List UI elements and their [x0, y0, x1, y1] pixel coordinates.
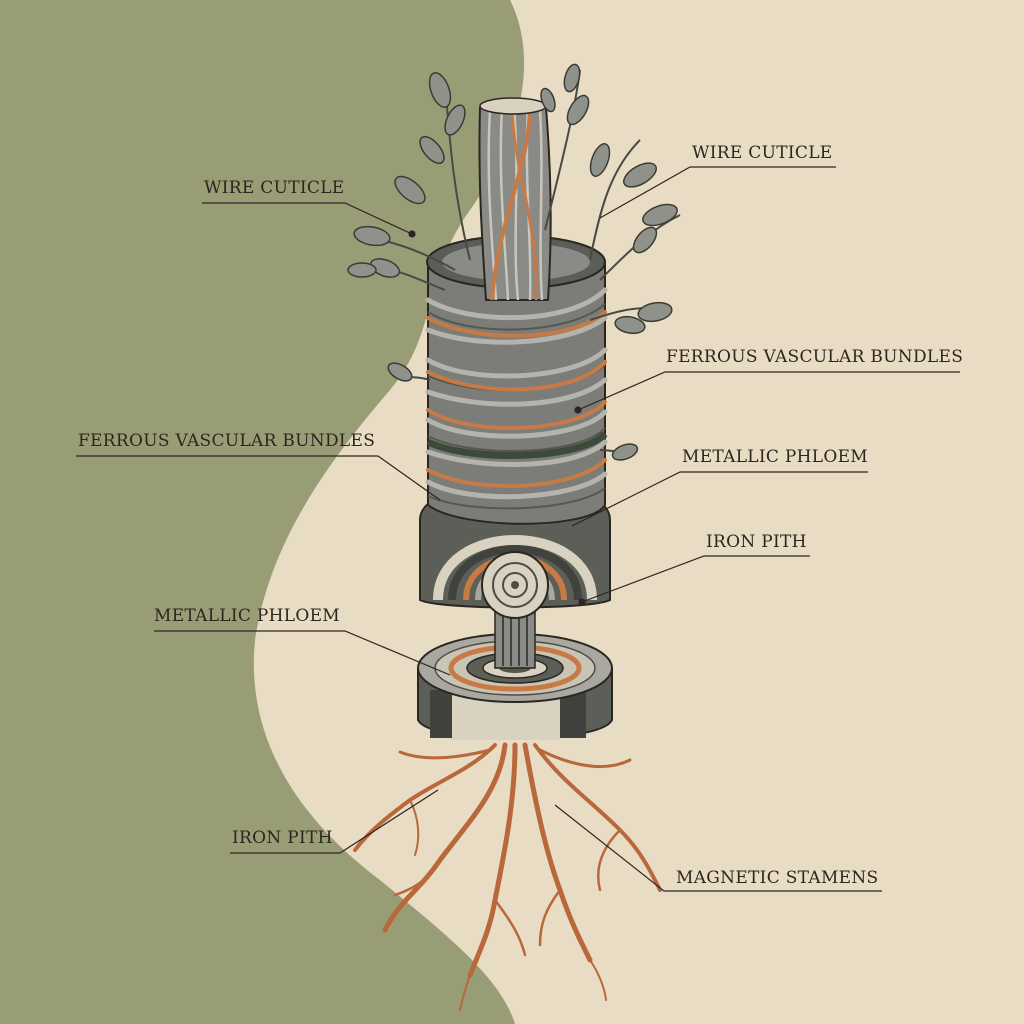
roots [353, 742, 662, 1011]
label-wire-cuticle-right: WIRE CUTICLE [692, 143, 833, 163]
label-magnetic-stamens: MAGNETIC STAMENS [676, 868, 879, 888]
upper-strand-bundle [478, 97, 552, 301]
wrapped-wire-cylinder [425, 235, 608, 525]
label-metallic-phloem-left: METALLIC PHLOEM [154, 606, 341, 626]
leader-lines [76, 166, 960, 892]
label-ferrous-vascular-bundles-left: FERROUS VASCULAR BUNDLES [78, 431, 376, 451]
leafy-vines [347, 63, 681, 461]
green-background-shape [0, 0, 525, 1024]
label-metallic-phloem-right: METALLIC PHLOEM [682, 447, 869, 467]
label-wire-cuticle-left: WIRE CUTICLE [204, 178, 345, 198]
label-iron-pith-left: IRON PITH [232, 828, 333, 848]
label-ferrous-vascular-bundles-right: FERROUS VASCULAR BUNDLES [666, 347, 964, 367]
label-iron-pith-right: IRON PITH [706, 532, 807, 552]
